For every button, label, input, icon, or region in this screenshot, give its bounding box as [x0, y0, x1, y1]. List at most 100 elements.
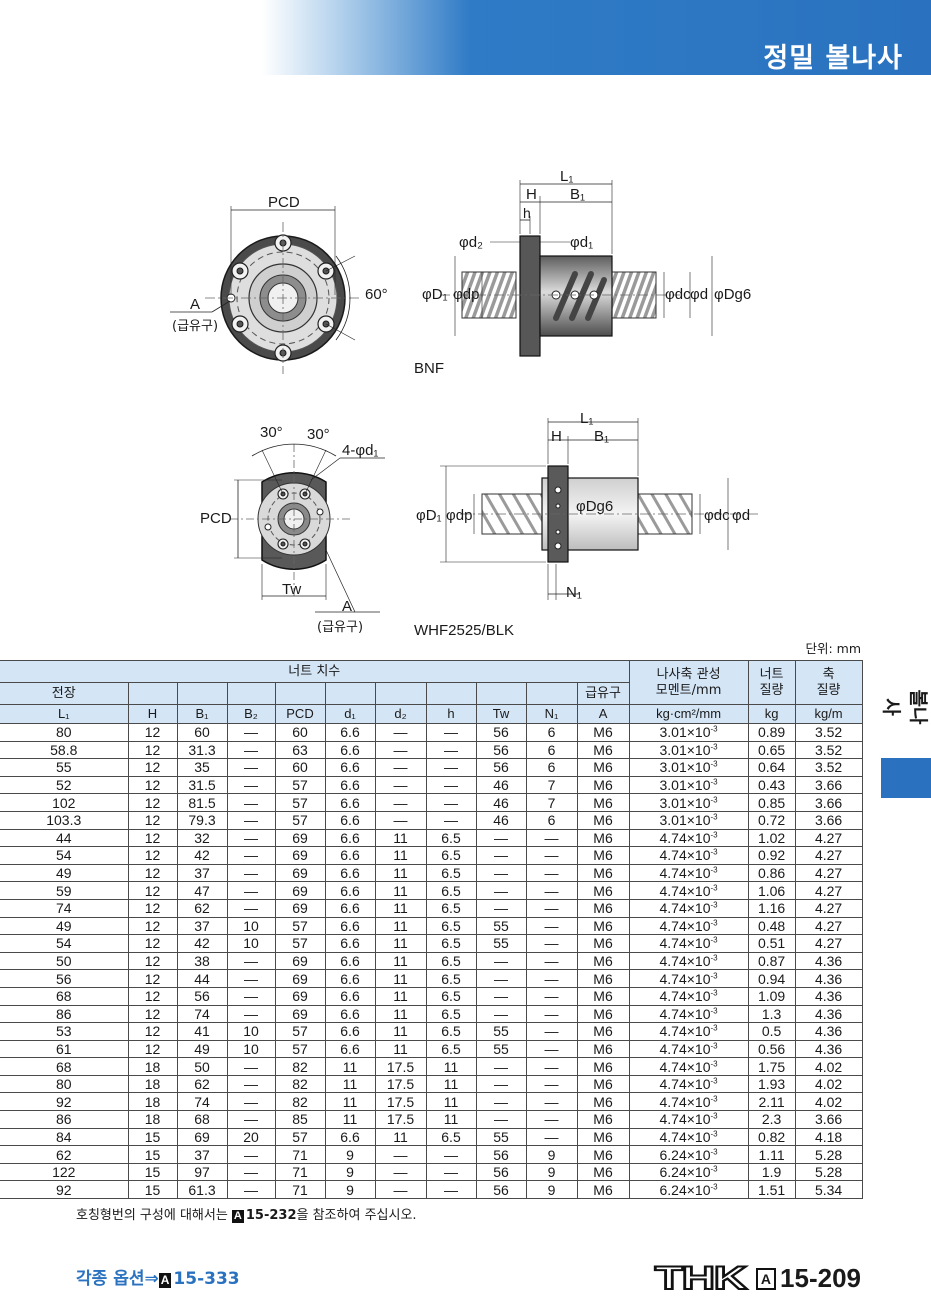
table-cell: M6 — [576, 951, 630, 971]
dp-label-2: φdp — [446, 507, 473, 524]
table-cell: — — [374, 810, 427, 830]
table-cell: 3.66 — [794, 810, 863, 830]
table-cell: M6 — [576, 810, 630, 830]
table-cell: 12 — [127, 828, 178, 848]
table-cell: 11 — [374, 1022, 427, 1041]
table-cell: — — [475, 1092, 527, 1112]
table-cell: 12 — [127, 898, 178, 918]
table-cell: 6.6 — [324, 846, 376, 865]
oil-port-label: A — [190, 296, 201, 313]
table-cell: M6 — [576, 1004, 630, 1024]
table-cell: 6.5 — [425, 898, 477, 918]
table-cell: 11 — [324, 1057, 376, 1076]
moment-cell: 6.24×10-3 — [628, 1180, 749, 1200]
table-cell: 97 — [176, 1162, 228, 1182]
table-cell: 80 — [0, 1074, 129, 1094]
note-ref-link[interactable]: 15-232 — [245, 1208, 297, 1223]
table-cell: 3.66 — [794, 775, 863, 795]
table-cell: 56 — [475, 1145, 527, 1164]
table-cell: M6 — [576, 1022, 630, 1041]
D1-label: φD₁ — [422, 286, 448, 303]
table-cell: M6 — [576, 828, 630, 848]
page-footer: THK A 15-209 — [653, 1259, 861, 1297]
table-cell: M6 — [576, 969, 630, 988]
table-cell: — — [226, 863, 276, 883]
bnf-front-view — [170, 206, 362, 374]
table-cell: 10 — [226, 916, 276, 936]
table-cell: 69 — [274, 951, 326, 971]
table-cell: 11 — [374, 1039, 427, 1059]
D1-label-2: φD₁ — [416, 507, 442, 524]
l1-label-2: L₁ — [580, 410, 594, 427]
table-cell: 59 — [0, 881, 129, 900]
sidebar-tab[interactable] — [881, 758, 931, 798]
table-cell: 55 — [475, 1127, 527, 1147]
table-cell: — — [226, 969, 276, 988]
table-cell: 50 — [0, 951, 129, 971]
table-cell: 6.6 — [324, 881, 376, 900]
table-cell: — — [425, 723, 477, 742]
table-cell: 9 — [525, 1145, 578, 1164]
table-cell: 11 — [374, 1127, 427, 1147]
table-cell: M6 — [576, 863, 630, 883]
moment-cell: 4.74×10-3 — [628, 898, 749, 918]
table-cell: 12 — [127, 863, 178, 883]
table-cell: 6.6 — [324, 1022, 376, 1041]
holes-label: 4-φd₁ — [342, 442, 379, 459]
table-cell: 4.27 — [794, 898, 863, 918]
table-cell: 3.66 — [794, 1110, 863, 1129]
angle-30-left: 30° — [260, 424, 283, 441]
moment-cell: 4.74×10-3 — [628, 881, 749, 900]
table-cell: 47 — [176, 881, 228, 900]
table-cell: M6 — [576, 916, 630, 936]
table-cell: 4.27 — [794, 881, 863, 900]
table-cell: 56 — [475, 723, 527, 742]
moment-cell: 4.74×10-3 — [628, 986, 749, 1006]
table-cell: — — [374, 1180, 427, 1200]
table-cell: 4.27 — [794, 863, 863, 883]
table-cell: 86 — [0, 1004, 129, 1024]
table-cell: 3.52 — [794, 740, 863, 760]
table-cell: — — [425, 810, 477, 830]
table-cell: M6 — [576, 1145, 630, 1164]
table-cell: 56 — [475, 1162, 527, 1182]
table-cell: 7 — [525, 793, 578, 812]
table-cell: 69 — [274, 863, 326, 883]
moment-cell: 4.74×10-3 — [628, 969, 749, 988]
table-cell: 0.86 — [747, 863, 796, 883]
table-cell: 41 — [176, 1022, 228, 1041]
table-cell: — — [374, 775, 427, 795]
table-cell: 11 — [324, 1110, 376, 1129]
table-cell: 61 — [0, 1039, 129, 1059]
table-cell: 11 — [374, 846, 427, 865]
table-cell: — — [425, 1180, 477, 1200]
table-cell: — — [226, 810, 276, 830]
nut-dimensions-header: 너트 치수 — [0, 660, 630, 683]
column-header: L₁ — [0, 704, 129, 724]
table-cell: M6 — [576, 723, 630, 742]
table-cell: 56 — [475, 1180, 527, 1200]
table-cell: — — [525, 934, 578, 953]
table-cell: 12 — [127, 810, 178, 830]
column-header: h — [425, 704, 477, 724]
table-cell: 71 — [274, 1162, 326, 1182]
table-cell: 0.64 — [747, 758, 796, 777]
table-cell: M6 — [576, 1092, 630, 1112]
table-cell: 11 — [324, 1092, 376, 1112]
table-cell: 0.72 — [747, 810, 796, 830]
table-cell: 62 — [176, 1074, 228, 1094]
table-cell: — — [226, 740, 276, 760]
table-cell: 18 — [127, 1074, 178, 1094]
table-cell: 68 — [0, 1057, 129, 1076]
table-cell: 11 — [374, 986, 427, 1006]
h-small-label: h — [523, 205, 531, 221]
